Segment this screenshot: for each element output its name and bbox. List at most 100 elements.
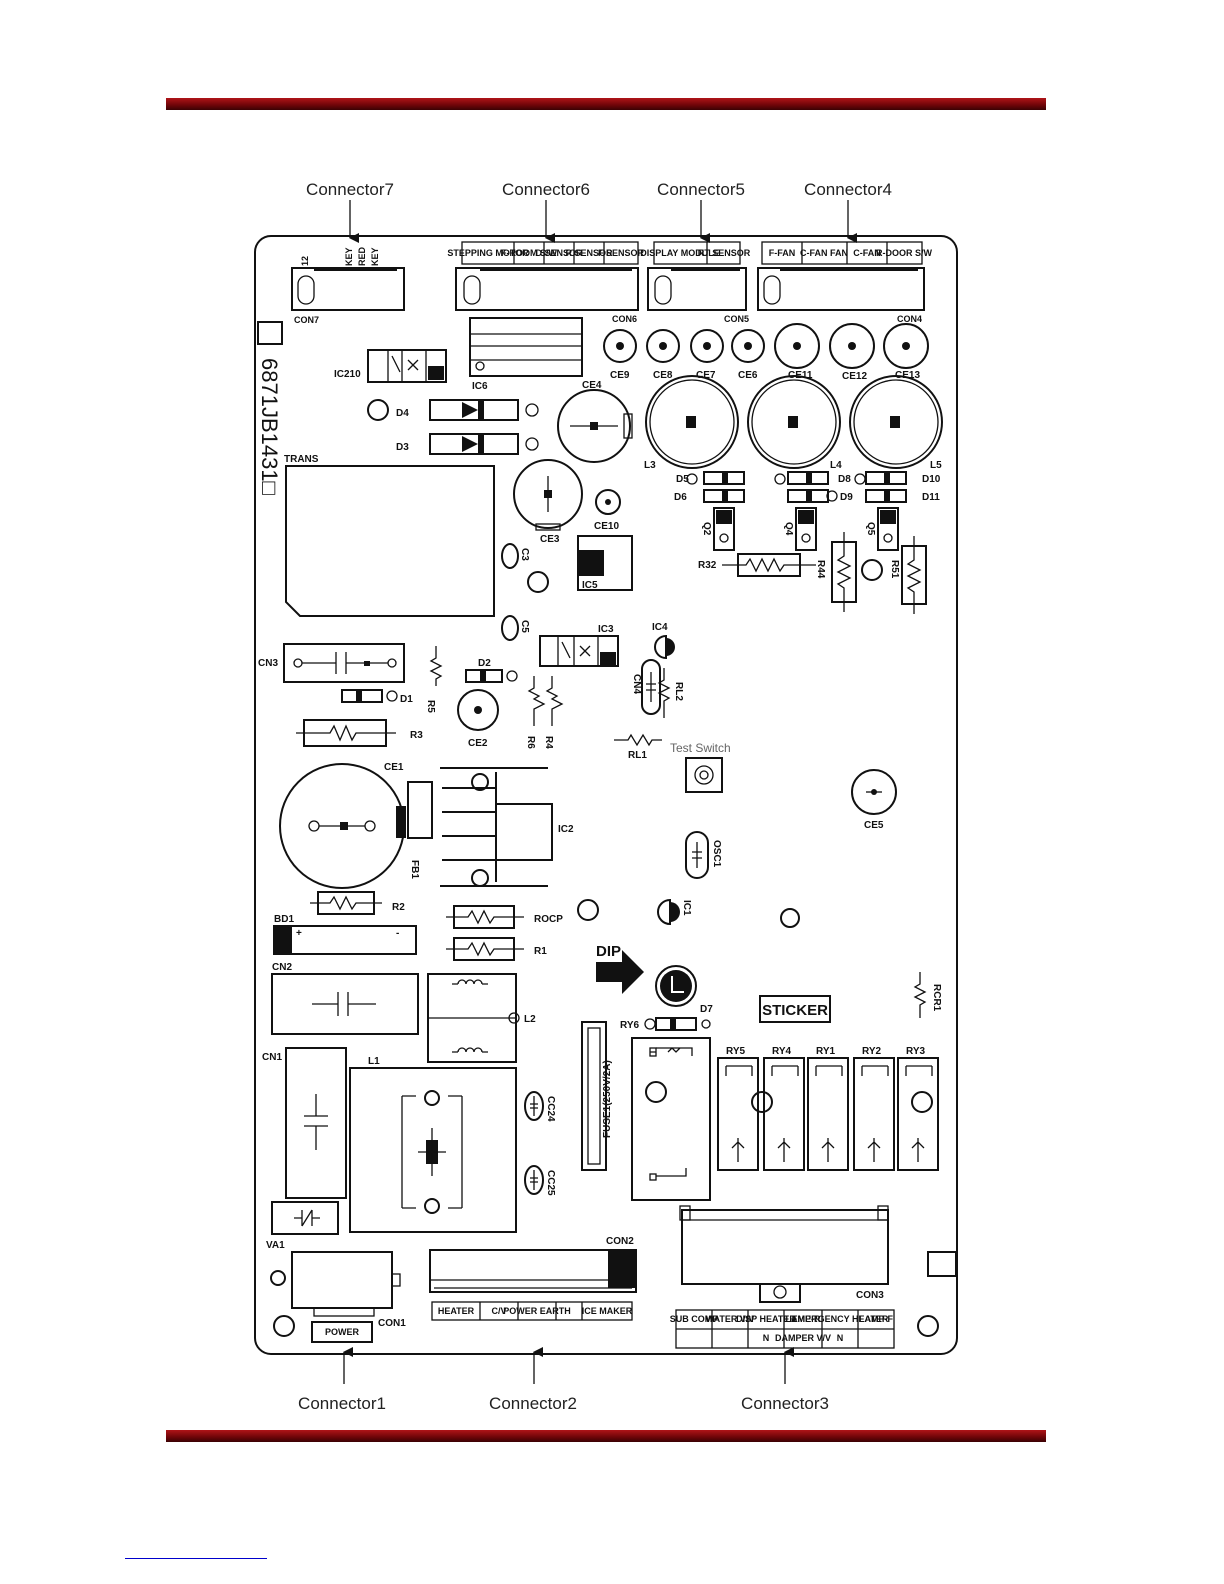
rl1-label: RL1 <box>628 750 647 761</box>
board-mark-square-right <box>927 1251 957 1277</box>
rcr1: RCR1 <box>913 972 942 1018</box>
pcb-drawing: Connector7 Connector6 Connector5 Connect… <box>254 180 958 1413</box>
ce3-label: CE3 <box>540 534 560 545</box>
inductors-l3-l5: L3 L4 L5 <box>644 375 943 471</box>
con7-pin: 12 <box>300 256 310 266</box>
ce12-label: CE12 <box>842 371 867 382</box>
con3-pin: N <box>763 1333 770 1343</box>
fuse: FUSE1(250V/2A) <box>581 1021 613 1171</box>
l1-label: L1 <box>368 1056 380 1067</box>
footnote-separator <box>125 1558 267 1559</box>
connector7-label: Connector7 <box>306 180 394 199</box>
r44-label: R44 <box>815 560 826 579</box>
sticker: STICKER <box>759 995 831 1023</box>
con3-pin: LAMP-F <box>859 1314 893 1324</box>
d7-label: D7 <box>700 1004 713 1015</box>
connector5-label: Connector5 <box>657 180 745 199</box>
ic3-label: IC3 <box>598 624 614 635</box>
board-mark-square <box>257 321 283 345</box>
ce9-label: CE9 <box>610 370 630 381</box>
test-switch: Test Switch <box>670 741 731 793</box>
small-capacitors-row: CE9 CE8 CE7 CE6 CE11 CE12 CE13 <box>603 323 929 382</box>
con3-pin-table: SUB COMP WATER V/V DISP HEATER LAMP-R EM… <box>670 1309 939 1349</box>
con6-pin: D SENSOR <box>535 248 583 258</box>
ry6-relay <box>631 1037 711 1201</box>
ry1-label: RY1 <box>816 1046 836 1057</box>
d6-label: D6 <box>674 492 687 503</box>
c5-ic3-ic4: C5 IC3 IC4 <box>501 615 675 667</box>
con3-pin: DAMPER V/V <box>775 1333 831 1343</box>
ic4-label: IC4 <box>652 622 668 633</box>
d4-label: D4 <box>396 408 409 419</box>
ic210: IC210 <box>334 349 447 383</box>
cn1-label: CN1 <box>262 1052 282 1063</box>
ce2-label: CE2 <box>468 738 488 749</box>
connector4-label: Connector4 <box>804 180 892 199</box>
ic6-label: IC6 <box>472 381 488 392</box>
l2-label: L2 <box>524 1014 536 1025</box>
ce10-label: CE10 <box>594 521 619 532</box>
rl2-label: RL2 <box>673 682 684 701</box>
q4-label: Q4 <box>783 522 794 536</box>
dip-switch: DIP D7 RY6 <box>596 943 713 1031</box>
relays: RY5 RY4 RY1 RY2 RY3 <box>717 1046 939 1171</box>
diode-pairs: D5 D6 D8 D9 D10 D11 <box>674 471 941 503</box>
ce6-label: CE6 <box>738 370 758 381</box>
con2-pin: C/V <box>491 1306 506 1316</box>
ce4-label: CE4 <box>582 380 602 391</box>
con3-label: CON3 <box>856 1290 884 1301</box>
ce5-label: CE5 <box>864 820 884 831</box>
con3-body: CON3 <box>679 1205 889 1303</box>
top-red-rule <box>166 98 1046 110</box>
q2-label: Q2 <box>701 522 712 536</box>
con2-body: CON2 HEATER C/V POWER EARTH ICE MAKER <box>429 1236 637 1321</box>
con7-pin: KEY <box>370 247 380 266</box>
va1-label: VA1 <box>266 1240 285 1251</box>
r3: R3 <box>296 719 423 747</box>
ce5: CE5 <box>851 769 897 831</box>
ry3-label: RY3 <box>906 1046 926 1057</box>
d1-label: D1 <box>400 694 413 705</box>
con6-pin: STEPPING MOTOR <box>447 248 529 258</box>
pcb-diagram: Connector7 Connector6 Connector5 Connect… <box>252 176 964 1416</box>
rocp-label: ROCP <box>534 914 563 925</box>
trans-label: TRANS <box>284 454 319 465</box>
cn2: CN2 <box>271 962 419 1035</box>
bd1-label: BD1 <box>274 914 294 925</box>
d9-label: D9 <box>840 492 853 503</box>
con7: 12 KEY RED KEY CON7 <box>291 246 405 325</box>
d10-label: D10 <box>922 474 941 485</box>
con4-pin: C-FAN <box>853 248 881 258</box>
con4-pin: F-FAN <box>769 248 796 258</box>
ic6: IC6 <box>469 317 583 392</box>
d11-label: D11 <box>922 492 940 503</box>
con3-pin: WATER V/V <box>706 1314 755 1324</box>
con5: DISPLAY MODULE RT SENSOR CON5 <box>640 241 751 324</box>
con3-pin: EMERGENCY HEATER <box>792 1314 889 1324</box>
con2-pin: HEATER <box>438 1306 475 1316</box>
ic1-label: IC1 <box>681 900 692 916</box>
fuse-label: FUSE1(250V/2A) <box>602 1060 613 1138</box>
d1-d2-r5: R5 D2 D1 CE2 R6 R4 <box>341 646 564 749</box>
con3-pin: DISP HEATER <box>736 1314 796 1324</box>
cc24-label: CC24 <box>545 1096 556 1122</box>
r1-r2-rocp: R2 ROCP R1 IC1 <box>310 891 800 961</box>
svg-text:+: + <box>296 928 302 939</box>
transformer: TRANS <box>284 454 495 617</box>
bd1: + - BD1 <box>273 914 417 955</box>
con3-pin: N <box>837 1333 844 1343</box>
ce3-ce10-ic5: CE3 CE10 IC5 C3 <box>501 459 633 593</box>
cn3: CN3 <box>258 643 405 683</box>
transistors-resistors: Q2 Q4 Q5 R32 R44 R51 <box>698 507 927 614</box>
con6-label: CON6 <box>612 314 637 324</box>
r32-label: R32 <box>698 560 717 571</box>
con4-label: CON4 <box>897 314 922 324</box>
con7-label: CON7 <box>294 315 319 325</box>
ce4: CE4 <box>557 380 633 463</box>
d2-label: D2 <box>478 658 491 669</box>
d5-label: D5 <box>676 474 689 485</box>
connector1-label: Connector1 <box>298 1394 386 1413</box>
d3-label: D3 <box>396 442 409 453</box>
con4: F-FAN C-FAN FAN C-FAN R-DOOR S/W CON4 <box>757 241 933 324</box>
cn1-cap: CN1 <box>262 1047 347 1235</box>
